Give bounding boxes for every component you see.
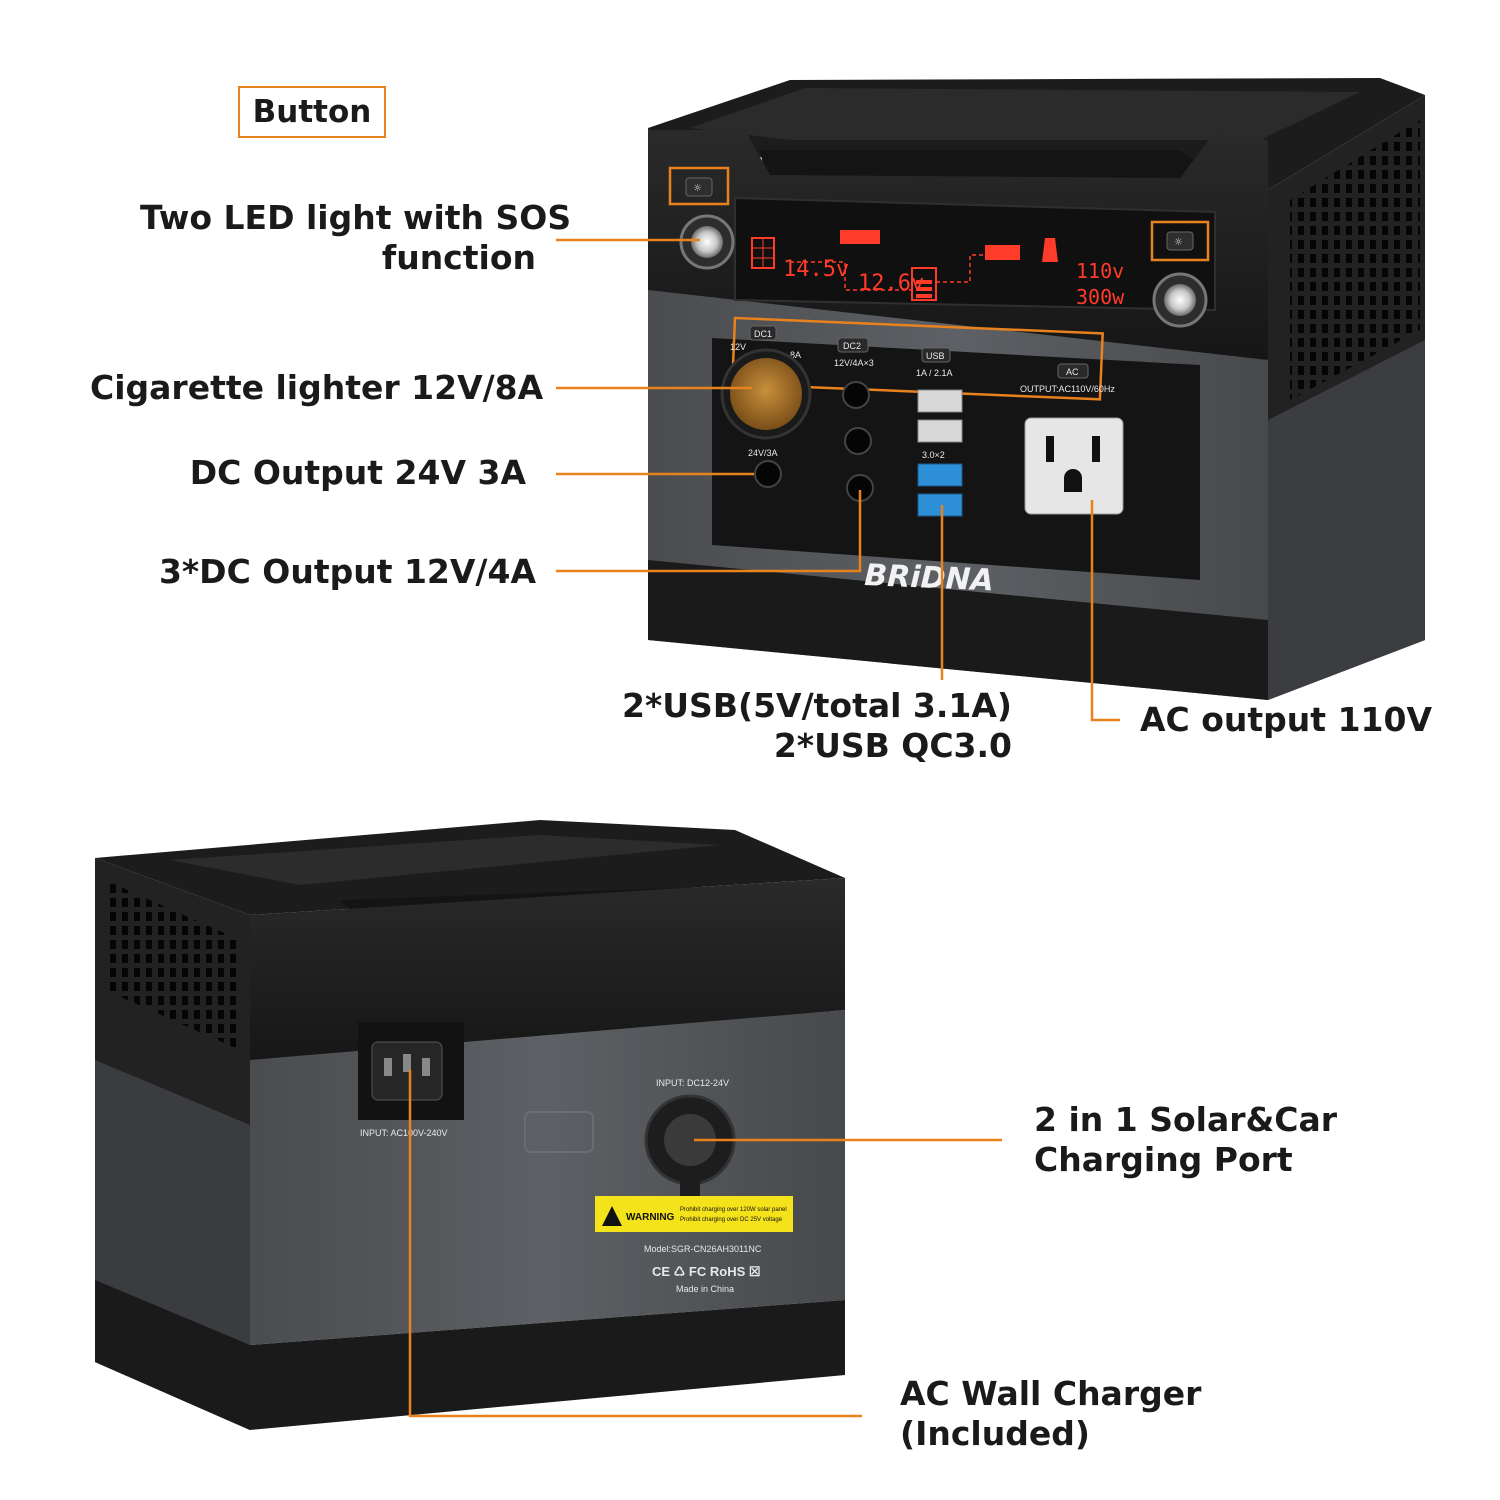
led-callout-line-1: Two LED light with SOS	[140, 198, 572, 237]
leader-ac	[1090, 500, 1120, 722]
cigarette-callout: Cigarette lighter 12V/8A	[90, 368, 544, 407]
usb-callout-line-2: 2*USB QC3.0	[773, 726, 1012, 765]
dc1-right-label: 8A	[790, 350, 801, 360]
front-unit: 14.5v 12.6v 110v 300w ☼ ☼ DC1 1	[648, 78, 1425, 700]
dc12-callout: 3*DC Output 12V/4A	[158, 552, 536, 591]
wall-charger-callout-line-2: (Included)	[900, 1414, 1090, 1453]
output-arrow-icon	[985, 245, 1020, 260]
battery-voltage-readout: 12.6v	[858, 271, 924, 296]
ac-outlet[interactable]	[1024, 417, 1124, 515]
dc1-tag: DC1	[754, 329, 772, 339]
ac-input-label: INPUT: AC100V-240V	[360, 1128, 448, 1138]
carry-handle	[170, 835, 720, 885]
dc24-port[interactable]	[754, 460, 782, 488]
right-light-button[interactable]	[1166, 231, 1194, 251]
ac-button[interactable]	[1057, 363, 1089, 379]
input-arrow-icon	[840, 230, 880, 244]
solar-callout: 2 in 1 Solar&Car Charging Port	[1034, 1100, 1337, 1180]
ac-sub-label: OUTPUT:AC110V/60Hz	[1020, 384, 1115, 394]
made-in-label: Made in China	[676, 1284, 734, 1294]
certification-marks: CE ♺ FC RoHS ☒	[652, 1264, 761, 1279]
usb-qc-port-2[interactable]	[917, 493, 963, 517]
right-light-button-highlight	[1150, 220, 1210, 262]
usb-port-2[interactable]	[917, 419, 963, 443]
led-callout-line-2: function	[381, 238, 536, 277]
dc1-left-label: 12V	[730, 342, 746, 352]
usb-port-1[interactable]	[917, 389, 963, 413]
warning-line-2: Prohibit charging over DC 25V voltage	[680, 1217, 783, 1223]
dc12-port-1[interactable]	[842, 381, 870, 409]
lcd-display	[734, 196, 1216, 312]
usb-qc-label: 3.0×2	[922, 450, 945, 460]
usb-callout-line-1: 2*USB(5V/total 3.1A)	[622, 686, 1012, 725]
warning-sticker	[595, 1196, 793, 1232]
side-vent	[105, 880, 240, 1050]
back-unit-body	[250, 1010, 845, 1345]
wall-charger-callout-line-1: AC Wall Charger	[900, 1374, 1202, 1413]
carry-handle	[690, 88, 1360, 140]
leader-wall-charger	[408, 1070, 862, 1418]
solar-callout-line-2: Charging Port	[1034, 1140, 1293, 1179]
light-icon: ☼	[693, 183, 702, 194]
lcd-graphics: 14.5v 12.6v 110v 300w	[751, 230, 1125, 309]
dc2-sub-label: 12V/4A×3	[834, 358, 874, 368]
usb-button[interactable]	[921, 347, 951, 363]
dc24-label: 24V/3A	[748, 448, 778, 458]
ac-wattage-readout: 300w	[1076, 285, 1125, 309]
warning-icon	[602, 1206, 622, 1226]
ac-tag: AC	[1066, 367, 1079, 377]
dc-input-label: INPUT: DC12-24V	[656, 1078, 729, 1088]
dc2-tag: DC2	[843, 341, 861, 351]
solar-voltage-readout: 14.5v	[783, 257, 849, 282]
usb-qc-port-1[interactable]	[917, 463, 963, 487]
usb-tag: USB	[926, 351, 945, 361]
led-callout: Two LED light with SOS function	[140, 198, 572, 278]
button-legend-box: Button	[238, 86, 386, 138]
leader-dc12	[556, 490, 862, 573]
warning-title: WARNING	[626, 1212, 675, 1223]
brand-logo: BRiDNA	[864, 558, 995, 598]
left-light-button[interactable]	[685, 177, 713, 197]
solar-callout-line-1: 2 in 1 Solar&Car	[1034, 1100, 1338, 1139]
dc12-port-2[interactable]	[844, 427, 872, 455]
back-unit: INPUT: AC100V-240V INPUT: DC12-24V WARNI…	[95, 820, 845, 1430]
usb-callout: 2*USB(5V/total 3.1A) 2*USB QC3.0	[620, 686, 1012, 766]
dc24-callout: DC Output 24V 3A	[189, 453, 526, 492]
usb-sub-label: 1A / 2.1A	[916, 368, 953, 378]
port-buttons-highlight	[730, 316, 1104, 401]
bulb-icon	[1042, 238, 1058, 262]
battery-icon	[911, 267, 937, 301]
warning-line-1: Prohibit charging over 120W solar panel	[680, 1207, 787, 1213]
dc2-button[interactable]	[837, 337, 869, 353]
callout-lines	[408, 238, 1120, 1418]
ac-voltage-readout: 110v	[1076, 259, 1124, 283]
model-number: Model:SGR-CN26AH3011NC	[644, 1244, 762, 1254]
light-icon: ☼	[1174, 237, 1183, 248]
dc1-button[interactable]	[749, 325, 777, 341]
wall-charger-callout: AC Wall Charger (Included)	[900, 1374, 1201, 1454]
ac-output-callout: AC output 110V	[1140, 700, 1432, 739]
side-vent	[1290, 120, 1420, 400]
left-light-button-highlight	[668, 166, 730, 206]
